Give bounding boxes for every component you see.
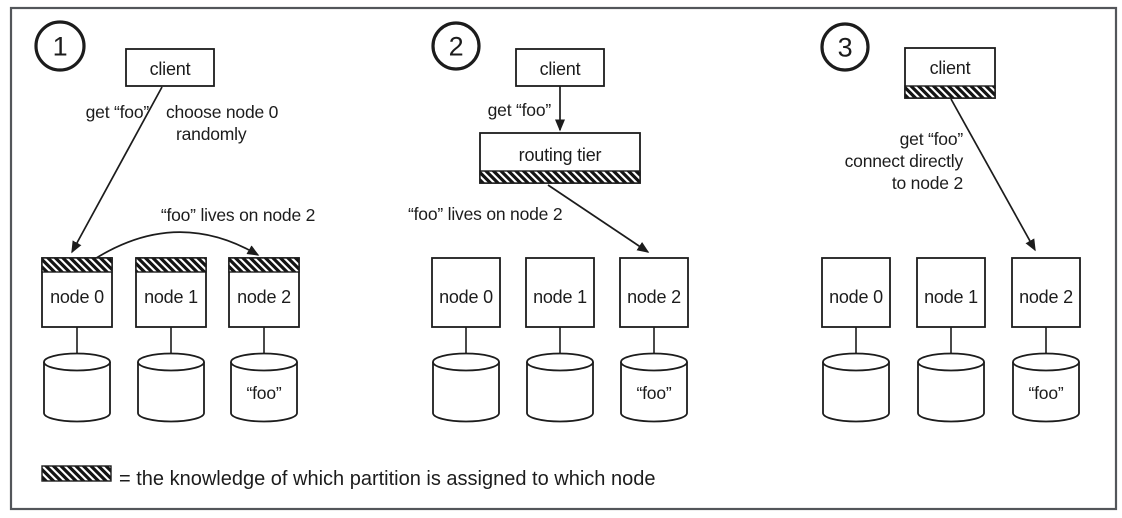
step-2-number: 2 <box>449 32 464 62</box>
node0-disk-top-3 <box>822 352 890 372</box>
node2-label-2: node 2 <box>627 287 681 307</box>
step-1-number: 1 <box>53 32 68 62</box>
foo-data-label-2: “foo” <box>637 383 672 403</box>
forward-arrow-node0-to-node2 <box>89 231 260 263</box>
node1-label-1: node 1 <box>144 287 198 307</box>
node1-disk-top-1 <box>137 352 205 372</box>
choose-node-note-line1: choose node 0 <box>166 102 279 122</box>
node1-disk-cylinder-3 <box>917 362 985 423</box>
legend: = the knowledge of which partition is as… <box>41 465 655 490</box>
request-label-1: get “foo” <box>86 102 150 122</box>
node1-box-2 <box>525 257 595 328</box>
node2-label-1: node 2 <box>237 287 291 307</box>
panel-2: 2 client get “foo” routing tier “foo” li… <box>408 21 689 423</box>
node0-disk-top-2 <box>432 352 500 372</box>
node2-box-2 <box>619 257 689 328</box>
foo-data-label-1: “foo” <box>247 383 282 403</box>
node1-label-3: node 1 <box>924 287 978 307</box>
node0-label-1: node 0 <box>50 287 104 307</box>
foo-data-label-3: “foo” <box>1029 383 1064 403</box>
node0-knowledge-hatch <box>41 257 113 273</box>
choose-node-note-line2: randomly <box>176 124 247 144</box>
node2-disk-top-2 <box>620 352 688 372</box>
request-label-2: get “foo” <box>488 100 552 120</box>
node2-disk-cylinder-1 <box>230 362 298 423</box>
client-label-3: client <box>930 58 971 78</box>
node2-knowledge-hatch <box>228 257 300 273</box>
node2-disk-cylinder-2 <box>620 362 688 423</box>
node2-disk-cylinder-3 <box>1012 362 1080 423</box>
node0-box-2 <box>431 257 501 328</box>
node2-disk-top-1 <box>230 352 298 372</box>
node0-disk-cylinder-3 <box>822 362 890 423</box>
step-3-circle-icon <box>820 22 870 72</box>
routing-tier-label: routing tier <box>519 145 602 165</box>
foo-lives-note-2: “foo” lives on node 2 <box>408 204 562 224</box>
foo-lives-note-1: “foo” lives on node 2 <box>161 205 315 225</box>
node0-disk-top-1 <box>43 352 111 372</box>
request-arrow-client-to-node0 <box>71 86 163 254</box>
routing-tier-knowledge-hatch <box>479 170 641 184</box>
node0-disk-cylinder-1 <box>43 362 111 423</box>
client-box-1 <box>125 48 215 87</box>
node2-disk-top-3 <box>1012 352 1080 372</box>
node1-disk-top-2 <box>526 352 594 372</box>
node0-disk-cylinder-2 <box>432 362 500 423</box>
step-2-circle-icon <box>431 21 481 71</box>
connect-note-line2: to node 2 <box>892 173 963 193</box>
forward-arrow-router-to-node2 <box>547 184 650 253</box>
legend-text: = the knowledge of which partition is as… <box>119 468 655 490</box>
node1-label-2: node 1 <box>533 287 587 307</box>
node1-disk-cylinder-2 <box>526 362 594 423</box>
node1-box-3 <box>916 257 986 328</box>
node0-label-2: node 0 <box>439 287 493 307</box>
node1-knowledge-hatch <box>135 257 207 273</box>
client-knowledge-hatch <box>904 85 996 99</box>
connect-note-line1: connect directly <box>845 151 964 171</box>
knowledge-hatch-swatch-icon <box>41 465 112 482</box>
step-1-circle-icon <box>34 20 86 72</box>
node0-label-3: node 0 <box>829 287 883 307</box>
panel-3: 3 client get “foo” connect directly to n… <box>820 22 1081 423</box>
client-label-2: client <box>540 59 581 79</box>
request-label-3: get “foo” <box>900 129 964 149</box>
client-label-1: client <box>150 59 191 79</box>
step-3-number: 3 <box>838 33 853 63</box>
node1-disk-top-3 <box>917 352 985 372</box>
node2-label-3: node 2 <box>1019 287 1073 307</box>
client-box-2 <box>515 48 605 87</box>
request-arrow-client-to-node2 <box>950 98 1036 252</box>
node1-disk-cylinder-1 <box>137 362 205 423</box>
panel-1: 1 client get “foo” choose node 0 randoml… <box>34 20 315 423</box>
